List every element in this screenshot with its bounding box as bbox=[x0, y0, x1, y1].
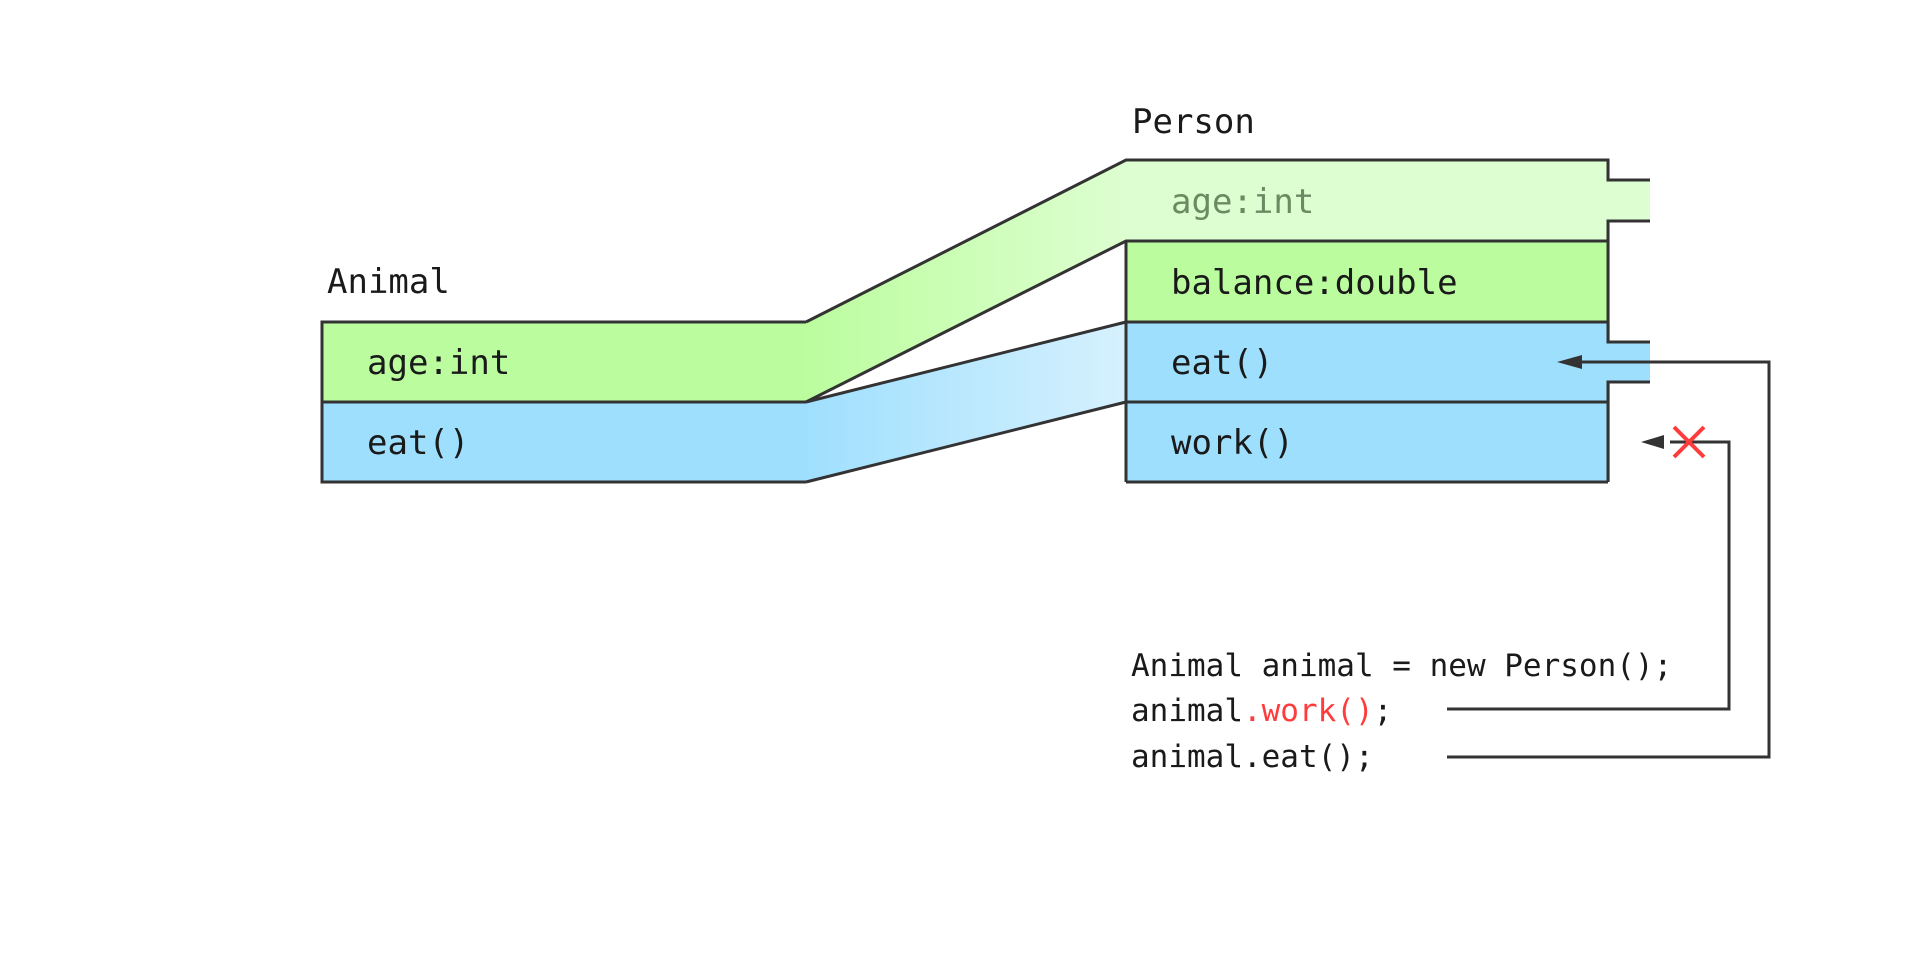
person-field-balance-label: balance:double bbox=[1171, 263, 1458, 303]
person-method-work bbox=[1126, 402, 1610, 482]
arrow-left-icon bbox=[1557, 355, 1582, 369]
code-snippet: Animal animal = new Person(); animal.wor… bbox=[1131, 648, 1672, 775]
code-line-2-suffix: ; bbox=[1374, 693, 1393, 729]
code-line-2-prefix: animal bbox=[1131, 693, 1243, 729]
person-title: Person bbox=[1132, 102, 1255, 142]
work-call-arrow bbox=[1447, 435, 1731, 711]
animal-method-eat-label: eat() bbox=[367, 423, 469, 463]
age-inheritance-band bbox=[806, 160, 1126, 402]
animal-title: Animal bbox=[327, 262, 450, 302]
outlines bbox=[320, 158, 1650, 484]
person-method-eat-label: eat() bbox=[1171, 343, 1273, 383]
person-field-balance bbox=[1126, 241, 1610, 322]
eat-inheritance-band bbox=[806, 322, 1126, 482]
person-field-age bbox=[1126, 160, 1610, 241]
animal-field-age-label: age:int bbox=[367, 343, 510, 383]
eat-call-arrow bbox=[1447, 355, 1771, 759]
code-line-2: animal.work(); bbox=[1131, 693, 1392, 729]
code-line-1: Animal animal = new Person(); bbox=[1131, 648, 1672, 684]
arrow-left-icon bbox=[1641, 435, 1664, 449]
person-method-eat bbox=[1126, 322, 1610, 402]
person-method-work-label: work() bbox=[1171, 423, 1294, 463]
person-field-age-notch bbox=[1608, 180, 1650, 221]
code-line-3: animal.eat(); bbox=[1131, 739, 1374, 775]
animal-method-eat bbox=[322, 402, 806, 482]
animal-field-age bbox=[322, 322, 806, 402]
code-line-2-call: .work() bbox=[1243, 693, 1374, 729]
x-mark-icon bbox=[1672, 425, 1706, 459]
animal-class: Animal age:int eat() bbox=[322, 262, 806, 482]
person-field-age-label: age:int bbox=[1171, 182, 1314, 222]
person-class: Person age:int balance:double eat() work… bbox=[1126, 102, 1650, 482]
